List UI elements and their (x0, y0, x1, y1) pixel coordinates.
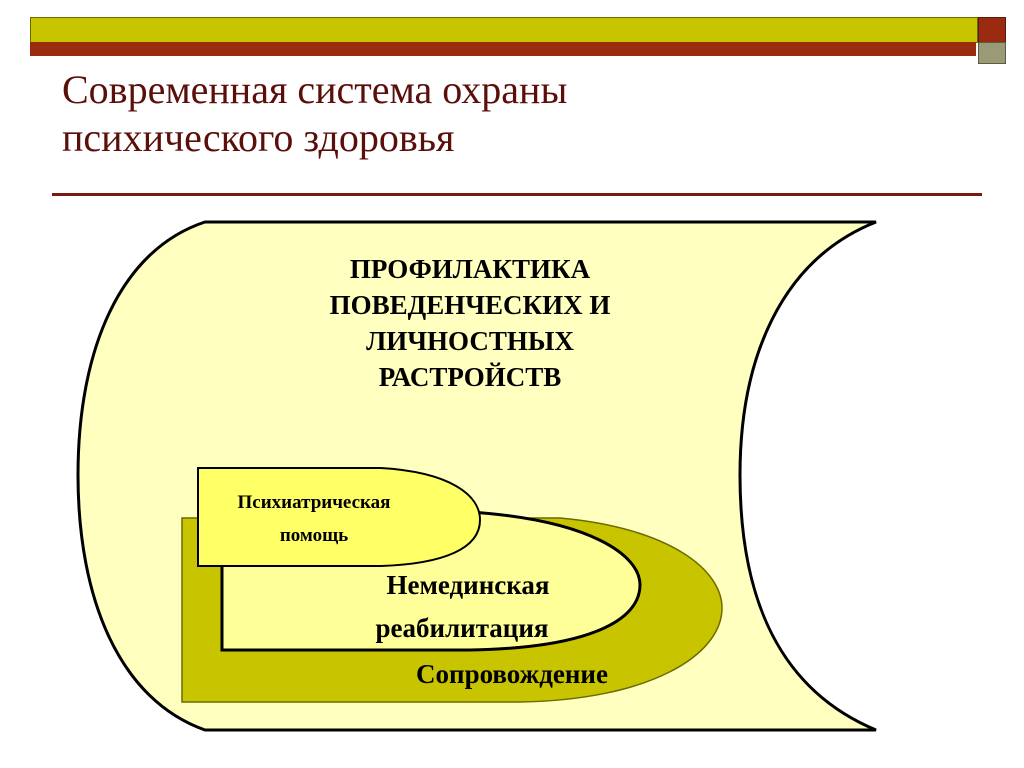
support-label: Сопровождение (416, 659, 608, 689)
page-title: Современная система охраны психического … (62, 66, 962, 162)
corner-gray-square (978, 42, 1006, 64)
title-line-2: психического здоровья (62, 115, 455, 160)
psychiatric-line-1: Психиатрическая (238, 492, 391, 513)
maroon-stripe (30, 42, 976, 56)
rehab-line-2: реабилитация (375, 613, 548, 643)
title-line-1: Современная система охраны (62, 67, 568, 112)
prevention-line-2: ПОВЕДЕНЧЕСКИХ И (330, 290, 611, 320)
prevention-line-1: ПРОФИЛАКТИКА (350, 254, 591, 284)
psychiatric-help-shape (197, 467, 482, 567)
prevention-line-4: РАСТРОЙСТВ (379, 362, 562, 392)
prevention-line-3: ЛИЧНОСТНЫХ (366, 326, 574, 356)
psychiatric-line-2: помощь (280, 525, 348, 546)
title-divider (52, 193, 982, 196)
header-decoration (0, 0, 1024, 70)
rehab-line-1: Немединская (386, 570, 549, 600)
